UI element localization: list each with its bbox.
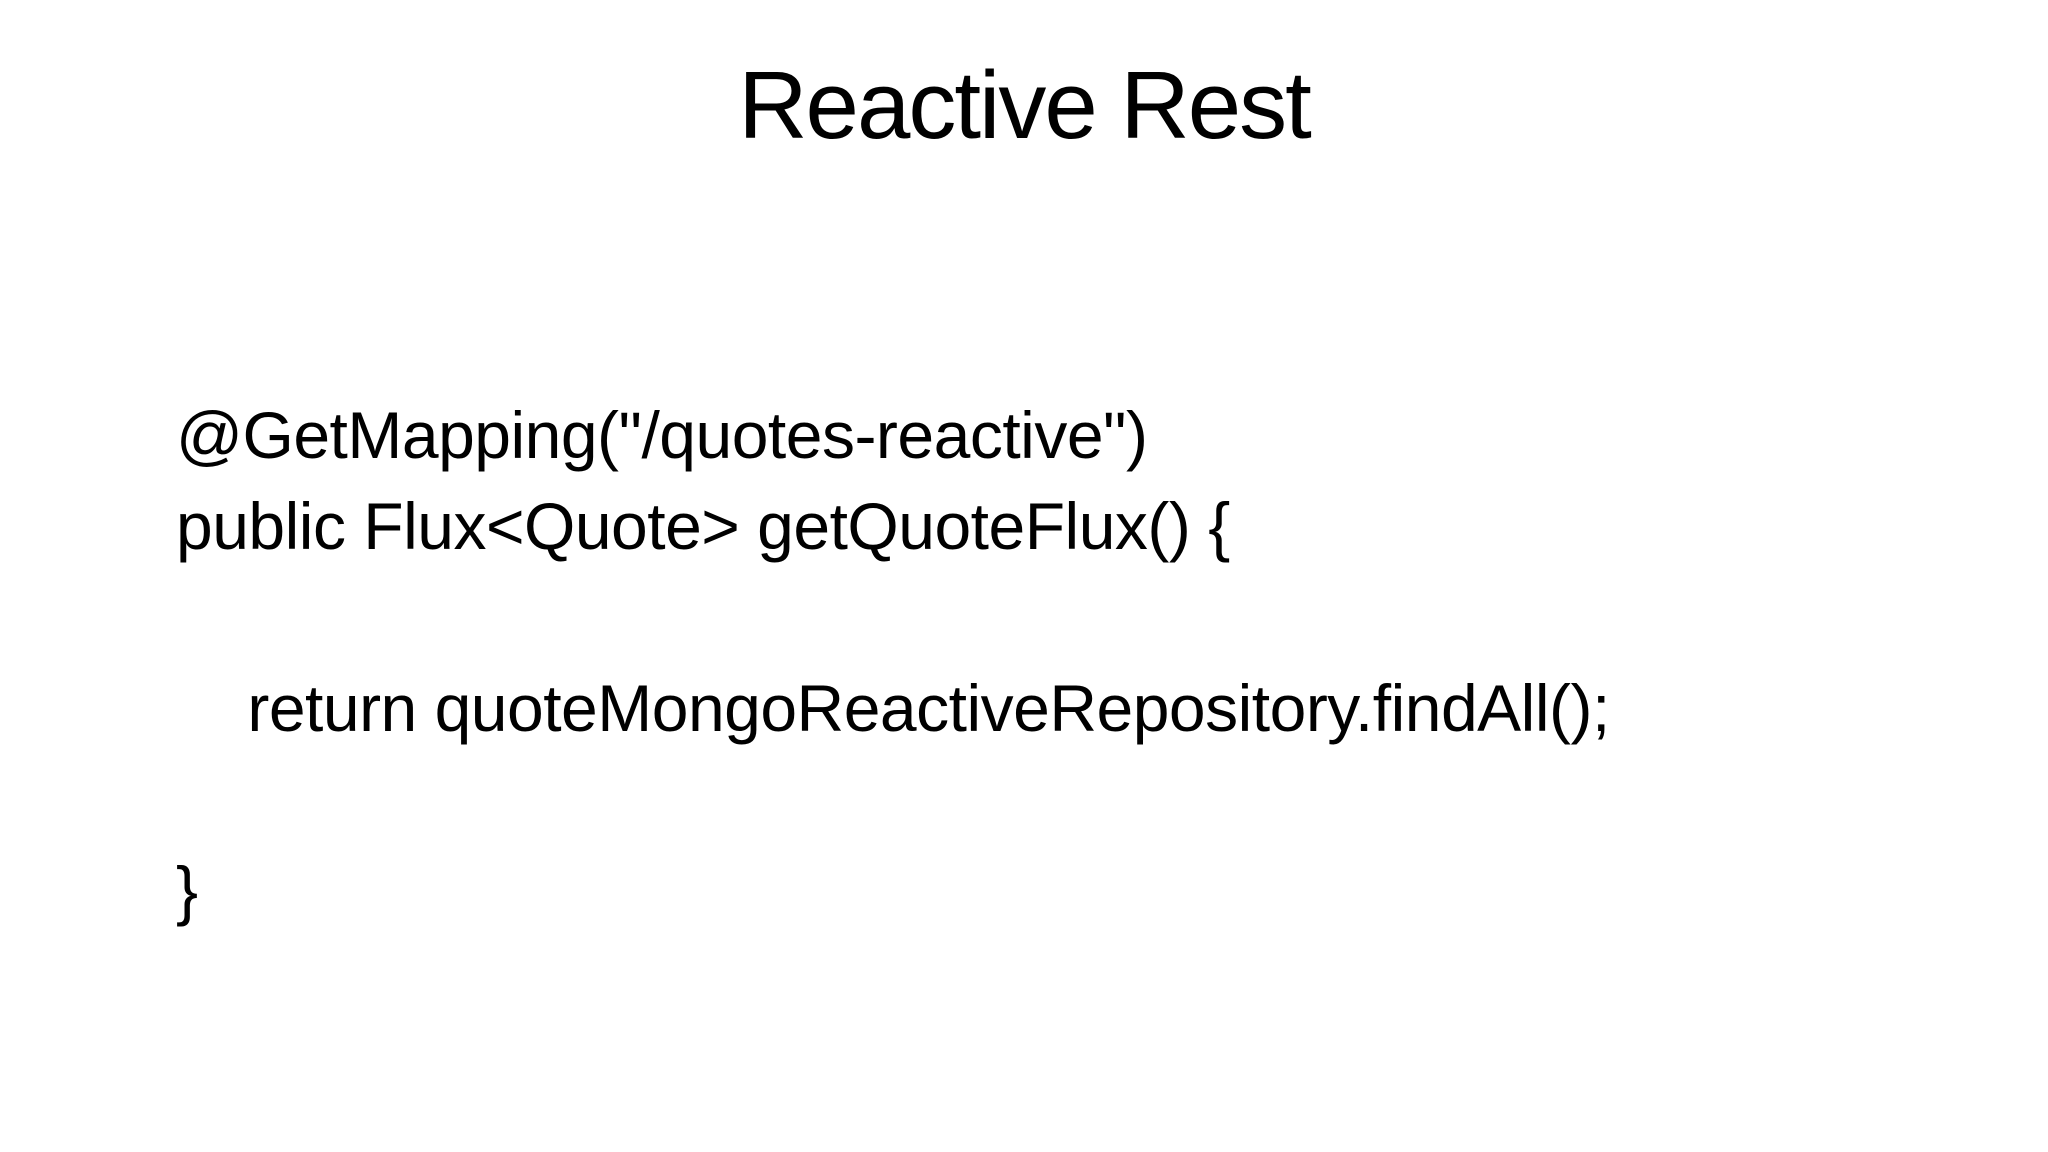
code-line-closing-brace: } <box>176 853 198 927</box>
code-line-return-statement: return quoteMongoReactiveRepository.find… <box>176 671 1610 745</box>
code-line-method-signature: public Flux<Quote> getQuoteFlux() { <box>176 489 1230 563</box>
code-block: @GetMapping("/quotes-reactive") public F… <box>176 390 1610 936</box>
code-line-blank <box>176 572 1610 663</box>
code-line-blank <box>176 754 1610 845</box>
code-line-annotation: @GetMapping("/quotes-reactive") <box>176 398 1148 472</box>
slide-title: Reactive Rest <box>738 52 1312 159</box>
